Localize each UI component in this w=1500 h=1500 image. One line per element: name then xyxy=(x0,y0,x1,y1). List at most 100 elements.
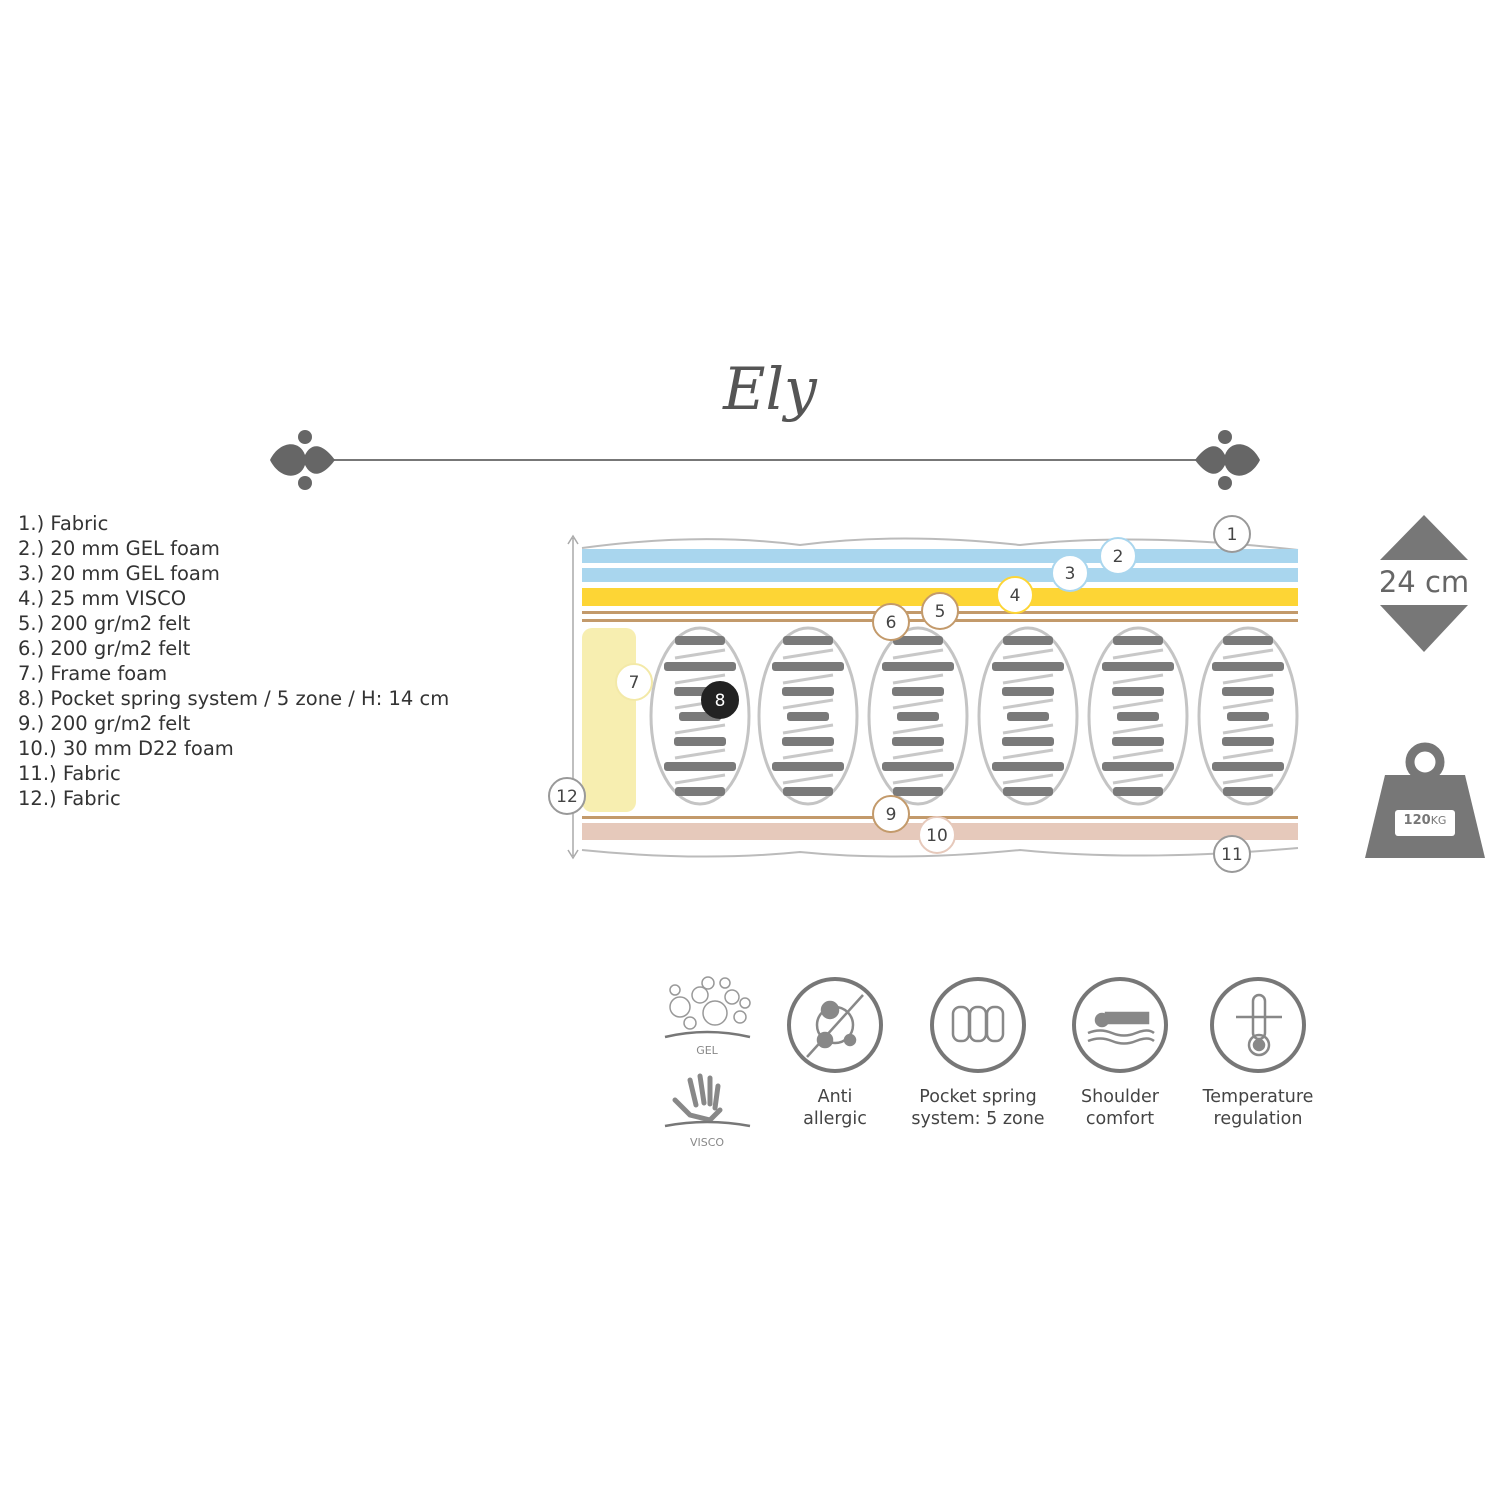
legend-item: 10.) 30 mm D22 foam xyxy=(18,737,234,760)
bottom-fabric xyxy=(581,847,1299,858)
spring-wire xyxy=(1002,773,1054,785)
legend-item: 11.) Fabric xyxy=(18,762,121,785)
spring-coil xyxy=(1002,687,1054,696)
feature-label-line1: Shoulder xyxy=(1081,1087,1159,1107)
spring-coil xyxy=(772,762,844,771)
spring-wire xyxy=(1002,673,1054,685)
spring-coil xyxy=(893,636,943,645)
spring-coil xyxy=(882,762,954,771)
callout-marker xyxy=(872,795,910,833)
spring-coil xyxy=(893,787,943,796)
ornamental-divider xyxy=(270,430,1260,490)
top-fabric xyxy=(581,537,1299,551)
spring-coil xyxy=(1007,712,1049,721)
callout-marker xyxy=(996,576,1034,614)
spring-wire xyxy=(674,648,726,660)
spring-wire xyxy=(674,723,726,735)
spring-coil xyxy=(772,662,844,671)
spring-wire xyxy=(1222,748,1274,760)
feature-label-line2: allergic xyxy=(803,1109,867,1129)
spring-wire xyxy=(674,673,726,685)
spring-coil xyxy=(664,662,736,671)
callout-number: 9 xyxy=(886,805,897,825)
callout-number: 1 xyxy=(1227,525,1238,545)
legend-item: 12.) Fabric xyxy=(18,787,121,810)
spring-coil xyxy=(664,762,736,771)
feature-label-line1: Anti xyxy=(817,1087,853,1107)
visco-label: VISCO xyxy=(689,1136,725,1149)
callout-number: 3 xyxy=(1065,564,1076,584)
spring-coil xyxy=(1212,762,1284,771)
spring-wire xyxy=(1222,673,1274,685)
gel-layer-2 xyxy=(582,568,1298,582)
spring-wire xyxy=(1112,698,1164,710)
gel-label: GEL xyxy=(696,1044,718,1057)
callout-number: 10 xyxy=(926,826,948,846)
feature-label-line1: Temperature xyxy=(1202,1087,1314,1107)
legend-item: 2.) 20 mm GEL foam xyxy=(18,537,220,560)
spring-wire xyxy=(1222,648,1274,660)
spring-wire xyxy=(892,773,944,785)
spring-coil xyxy=(675,787,725,796)
callout-marker xyxy=(1051,554,1089,592)
spring-coil xyxy=(1117,712,1159,721)
spring-wire xyxy=(1222,723,1274,735)
spring-wire xyxy=(1112,748,1164,760)
weight-unit: KG xyxy=(1430,814,1447,827)
spring-coil xyxy=(992,762,1064,771)
spring-wire xyxy=(892,748,944,760)
spring-coil xyxy=(1112,737,1164,746)
spring-coil xyxy=(892,687,944,696)
callout-number: 7 xyxy=(629,673,640,693)
height-label: 24 cm xyxy=(1378,565,1470,599)
frame-foam xyxy=(582,628,636,812)
legend-item: 3.) 20 mm GEL foam xyxy=(18,562,220,585)
legend-item: 7.) Frame foam xyxy=(18,662,168,685)
spring-coil xyxy=(1222,687,1274,696)
spring-wire xyxy=(782,723,834,735)
spring-wire xyxy=(1112,773,1164,785)
spring-wire xyxy=(1112,723,1164,735)
callout-marker xyxy=(1213,835,1251,873)
spring-wire xyxy=(1002,698,1054,710)
spring-coil xyxy=(1003,636,1053,645)
spring-coil xyxy=(1113,636,1163,645)
weight-icon xyxy=(1365,742,1485,858)
spring-coil xyxy=(783,787,833,796)
spring-coil xyxy=(782,737,834,746)
spring-wire xyxy=(1002,723,1054,735)
spring-coil xyxy=(992,662,1064,671)
spring-wire xyxy=(782,698,834,710)
legend-item: 5.) 200 gr/m2 felt xyxy=(18,612,191,635)
callout-marker xyxy=(1213,515,1251,553)
callout-number: 4 xyxy=(1010,586,1021,606)
feature-label-line2: system: 5 zone xyxy=(911,1109,1045,1129)
spring-coil xyxy=(1227,712,1269,721)
legend-item: 1.) Fabric xyxy=(18,512,109,535)
callout-marker xyxy=(921,592,959,630)
legend-item: 6.) 200 gr/m2 felt xyxy=(18,637,191,660)
callout-marker xyxy=(918,816,956,854)
feature-label-line1: Pocket spring xyxy=(919,1087,1037,1107)
weight-label: 120KG xyxy=(1395,813,1455,828)
pocket-spring-icon xyxy=(930,977,1026,1073)
spring-coil xyxy=(1102,762,1174,771)
spring-coil xyxy=(674,737,726,746)
spring-coil xyxy=(882,662,954,671)
spring-coil xyxy=(1113,787,1163,796)
spring-wire xyxy=(1222,698,1274,710)
spring-coil xyxy=(1212,662,1284,671)
spring-coil xyxy=(1223,636,1273,645)
spring-wire xyxy=(674,773,726,785)
spring-wire xyxy=(782,648,834,660)
spring-coil xyxy=(782,687,834,696)
spring-wire xyxy=(892,673,944,685)
spring-wire xyxy=(1002,648,1054,660)
